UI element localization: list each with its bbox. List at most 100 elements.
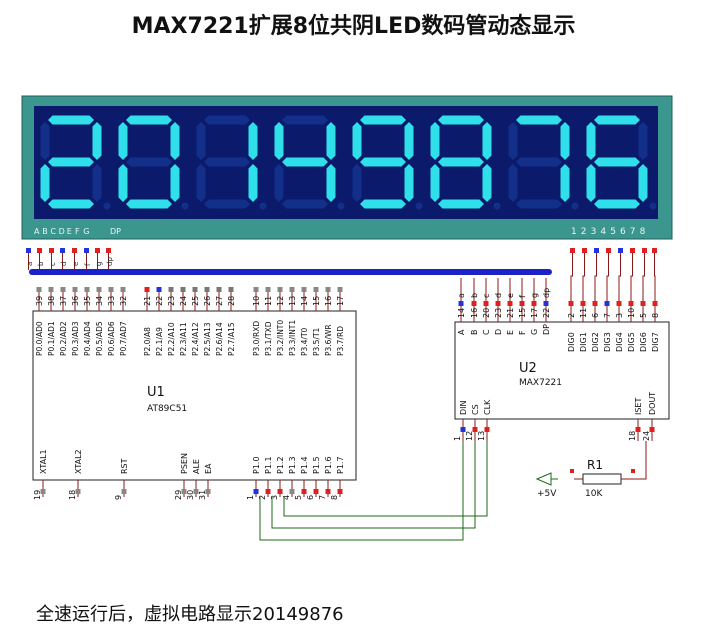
pin-number: 5 — [639, 313, 648, 318]
pin-number: 26 — [203, 296, 212, 306]
pin-number: 8 — [330, 495, 339, 500]
pin-number: 23 — [494, 308, 503, 318]
pin-wire-label: f — [518, 295, 527, 298]
pin-number: 12 — [465, 431, 474, 441]
segment-g — [438, 157, 484, 167]
display-dig-pin — [606, 248, 611, 253]
digit-group — [40, 115, 657, 210]
page-title: MAX7221扩展8位共阴LED数码管动态显示 — [131, 14, 576, 39]
display-seg-label: B — [42, 227, 48, 236]
segment-c — [92, 164, 102, 202]
pin-number: 22 — [155, 296, 164, 306]
pin-name: ISET — [634, 398, 643, 415]
pin-name: P0.1/AD1 — [47, 321, 56, 356]
pin-name: DIG6 — [639, 332, 648, 352]
segment-a — [516, 115, 562, 125]
pin-number: 13 — [288, 296, 297, 306]
segment-b — [638, 122, 648, 160]
display-seg-label: C — [50, 227, 56, 236]
pin-name: DIG7 — [651, 332, 660, 352]
display-seg-label: DP — [110, 227, 121, 236]
pin-name: DIG1 — [579, 332, 588, 352]
supply-label: +5V — [537, 489, 557, 499]
display-seg-pin — [26, 248, 31, 253]
segment-g — [360, 157, 406, 167]
segment-wire-label: g — [95, 262, 103, 266]
segment-f — [586, 122, 596, 160]
segment-e — [274, 164, 284, 202]
segment-b — [326, 122, 336, 160]
u1-pins: 39P0.0/AD038P0.1/AD137P0.2/AD236P0.3/AD3… — [33, 287, 345, 500]
segment-e — [352, 164, 362, 202]
pin-name: A — [457, 329, 466, 335]
u2-part: MAX7221 — [519, 378, 562, 388]
segment-b — [560, 122, 570, 160]
r1-body — [582, 473, 622, 485]
segment-g — [204, 157, 250, 167]
pin-number: 34 — [95, 296, 104, 306]
digit-wires — [570, 253, 656, 301]
pin-number: 4 — [282, 495, 291, 500]
pin-name: P2.2/A10 — [167, 322, 176, 356]
digit-7 — [508, 115, 579, 210]
pin-name: G — [530, 329, 539, 335]
segment-f — [274, 122, 284, 160]
pin-number: 24 — [179, 296, 188, 306]
pin-number: 9 — [114, 495, 123, 500]
pin-number: 3 — [270, 495, 279, 500]
segment-b — [482, 122, 492, 160]
pin-number: 16 — [470, 308, 479, 318]
u1-chip: U1 AT89C51 39P0.0/AD038P0.1/AD137P0.2/AD… — [32, 287, 357, 500]
display-seg-pin — [60, 248, 65, 253]
display-seg-pin — [49, 248, 54, 253]
pin-name: P1.5 — [312, 456, 321, 474]
pin-number: 17 — [336, 296, 345, 306]
pin-name: P1.7 — [336, 456, 345, 474]
segment-wire-label: a — [26, 262, 34, 266]
digit-4 — [274, 115, 345, 210]
pin-number: 16 — [324, 296, 333, 306]
segment-d — [48, 199, 94, 209]
pin-number: 37 — [59, 296, 68, 306]
pin-number: 6 — [591, 313, 600, 318]
pin-name: P2.0/A8 — [143, 327, 152, 356]
pin-name: P1.3 — [288, 456, 297, 474]
display-dig-label: 2 — [581, 227, 587, 237]
pin-name: DOUT — [648, 392, 657, 415]
segment-b — [92, 122, 102, 160]
pin-number: 8 — [651, 313, 660, 318]
segment-d — [282, 199, 328, 209]
segment-a — [438, 115, 484, 125]
display-seg-label: G — [83, 227, 89, 236]
segment-dp — [649, 202, 657, 210]
pin-name: E — [506, 330, 515, 335]
pin-name: DIG0 — [567, 332, 576, 352]
display-dig-pin — [630, 248, 635, 253]
serial-wires — [259, 441, 488, 541]
u2-chip: U2 MAX7221 a14Ab16Bc20Cd23De21Ef15Fg17Gd… — [453, 278, 670, 441]
display-dig-pin — [570, 248, 575, 253]
pin-wire-label: d — [494, 293, 503, 298]
segment-wire-label: e — [72, 262, 80, 266]
display-seg-label: A — [34, 227, 40, 236]
segment-e — [118, 164, 128, 202]
pin-number: 1 — [453, 436, 462, 441]
pin-name: B — [470, 330, 479, 336]
pin-name: P2.3/A11 — [179, 322, 188, 356]
pin-name: XTAL2 — [74, 449, 83, 474]
pin-number: 33 — [107, 296, 116, 306]
r1-ref: R1 — [587, 458, 603, 472]
pin-number: 23 — [167, 296, 176, 306]
display-dig-label: 3 — [591, 227, 597, 237]
pin-name: D — [494, 329, 503, 335]
digit-8 — [586, 115, 657, 210]
pin-number: 15 — [518, 308, 527, 318]
pin-number: 31 — [198, 490, 207, 500]
pin-number: 30 — [186, 490, 195, 500]
segment-c — [170, 164, 180, 202]
pin-name: P0.6/AD6 — [107, 321, 116, 356]
u1-ref: U1 — [147, 385, 165, 400]
segment-dp — [415, 202, 423, 210]
segment-e — [508, 164, 518, 202]
segment-g — [516, 157, 562, 167]
